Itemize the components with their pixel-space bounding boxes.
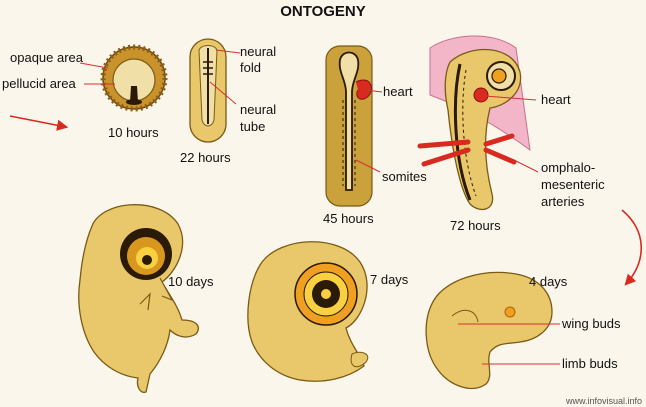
stage-label-10-days: 10 days [168, 274, 214, 289]
leader-neural-tube [209, 81, 237, 105]
diagram-title: ONTOGENY [280, 3, 366, 20]
turn-arrow [621, 209, 643, 286]
embryo-10-hours [100, 44, 168, 112]
stage-label-22-hours: 22 hours [180, 150, 231, 165]
start-arrow [9, 115, 69, 131]
label-omphalo-line3: arteries [541, 194, 585, 209]
credit-text: www.infovisual.info [565, 396, 642, 406]
label-somites: somites [382, 169, 427, 184]
label-heart-45: heart [383, 84, 413, 99]
label-neural-fold-line1: neural [240, 44, 276, 59]
stage-label-10-hours: 10 hours [108, 125, 159, 140]
label-omphalo-line2: mesenteric [541, 177, 605, 192]
stage-label-72-hours: 72 hours [450, 218, 501, 233]
label-neural-tube-line1: neural [240, 102, 276, 117]
label-pellucid-area: pellucid area [2, 76, 76, 91]
leader-heart-45 [365, 89, 383, 93]
leader-opaque-area [79, 62, 109, 69]
leader-somites [355, 159, 381, 173]
stage-label-7-days: 7 days [370, 272, 409, 287]
label-wing-buds: wing buds [561, 316, 621, 331]
embryo-72-hours [417, 35, 531, 211]
label-neural-fold-line2: fold [240, 60, 261, 75]
stage-label-4-days: 4 days [529, 274, 568, 289]
label-heart-72: heart [541, 92, 571, 107]
label-omphalo-line1: omphalo- [541, 160, 595, 175]
embryo-22-hours [189, 38, 227, 143]
embryo-4-days [425, 271, 553, 389]
embryo-45-hours [325, 45, 373, 207]
label-limb-buds: limb buds [562, 356, 618, 371]
embryo-10-days [78, 204, 199, 393]
label-neural-tube-line2: tube [240, 119, 265, 134]
label-opaque-area: opaque area [10, 50, 84, 65]
leader-heart-72 [484, 95, 537, 101]
embryo-7-days [247, 241, 369, 382]
stage-label-45-hours: 45 hours [323, 211, 374, 226]
leader-neural-fold [215, 49, 241, 54]
leader-omphalomesenteric [513, 159, 539, 173]
